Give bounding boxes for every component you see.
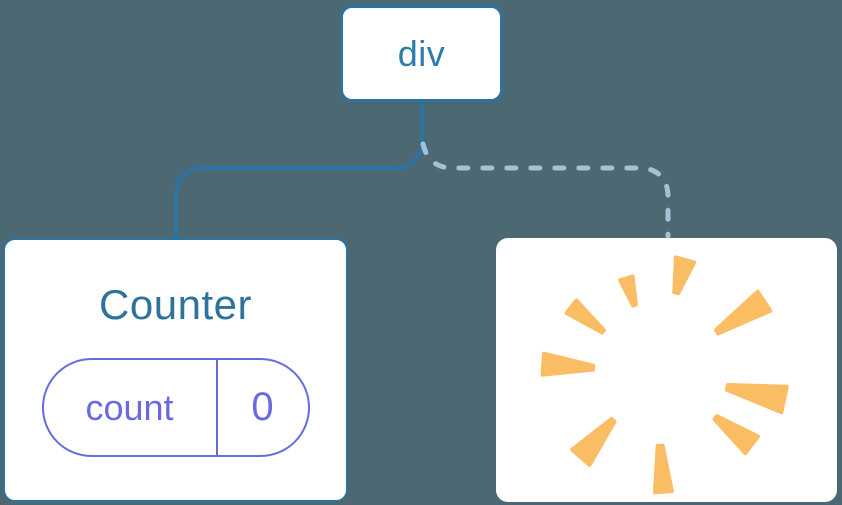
root-node-label: div (397, 32, 446, 74)
state-value: 0 (251, 385, 274, 429)
counter-node-title: Counter (99, 281, 252, 328)
poof-icon (540, 255, 789, 495)
state-pill-divider (215, 360, 218, 455)
edge-div-to-removed (419, 133, 671, 239)
root-node-div: div (340, 5, 503, 102)
removed-node (496, 238, 837, 502)
state-name: count (85, 386, 174, 428)
edge-div-to-counter (174, 99, 424, 239)
counter-node: Counter count 0 (3, 238, 348, 502)
state-pill: count 0 (41, 358, 310, 457)
